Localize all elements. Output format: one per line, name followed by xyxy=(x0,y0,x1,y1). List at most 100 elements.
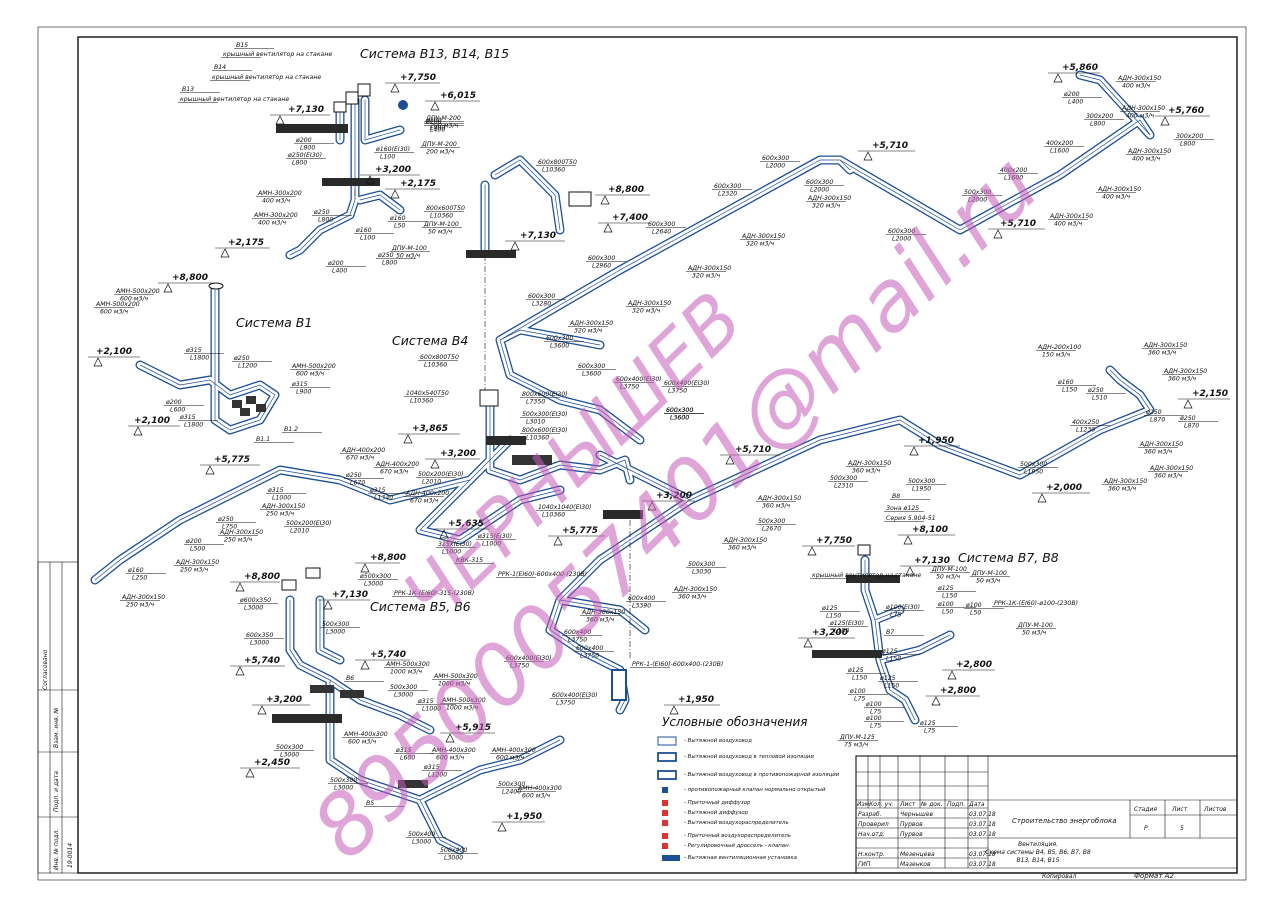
level-mark-triangle-icon xyxy=(903,535,913,545)
level-mark-triangle-icon xyxy=(1183,399,1193,409)
svg-text:Разраб.: Разраб. xyxy=(858,811,882,818)
duct-label: АДН-400х200 xyxy=(341,447,385,454)
duct-label-value: L3750 xyxy=(556,700,575,707)
duct-label: 500х300 xyxy=(964,189,991,196)
duct-label-value: L3000 xyxy=(444,855,463,862)
level-mark: +5,915 xyxy=(455,723,491,733)
level-mark-triangle-icon xyxy=(235,582,245,592)
duct-label: РРК-1К-(EI60)-ø100-(230В) xyxy=(994,600,1078,607)
svg-text:Подп.: Подп. xyxy=(947,801,965,808)
duct-label-value: L10360 xyxy=(542,512,565,519)
duct-label: ø160 xyxy=(1057,379,1074,386)
legend-item: - Вытяжная вентиляционная установка xyxy=(684,855,797,861)
level-mark-triangle-icon xyxy=(931,696,941,706)
duct-label: ø100 xyxy=(965,602,982,609)
level-mark: +5,710 xyxy=(872,141,908,151)
duct-label-value: L3000 xyxy=(326,629,345,636)
level-mark: +5,775 xyxy=(214,455,250,465)
system-title-b1: Система В1 xyxy=(236,315,312,330)
level-mark: +3,200 xyxy=(440,449,476,459)
duct-label-value: 50 м3/ч xyxy=(428,229,453,236)
duct-label-value: 75 м3/ч xyxy=(844,742,869,749)
duct-label: ø125 xyxy=(881,648,898,655)
legend-item: - Регулировочный дроссель - клапан xyxy=(684,843,789,849)
level-mark-triangle-icon xyxy=(133,426,143,436)
duct-label-value: L10360 xyxy=(410,398,433,405)
level-mark-triangle-icon xyxy=(275,115,285,125)
level-mark: +8,800 xyxy=(370,553,406,563)
level-mark-triangle-icon xyxy=(163,283,173,293)
duct-label: ø250 xyxy=(233,355,250,362)
duct-label: ø200 xyxy=(295,137,312,144)
duct-label-value: L2000 xyxy=(810,187,829,194)
svg-text:Изм.: Изм. xyxy=(857,801,871,808)
duct-label-value: 360 м3/ч xyxy=(852,468,880,475)
duct-label: ø160 xyxy=(127,567,144,574)
duct-label: ø160 xyxy=(355,227,372,234)
level-mark: +5,710 xyxy=(735,445,771,455)
duct-label: ø315 xyxy=(423,764,440,771)
duct-label: РРК-1К-(EI60)-315-(230В) xyxy=(394,590,474,597)
duct-label-value: L900 xyxy=(296,389,311,396)
duct-label-value: L800 xyxy=(382,260,397,267)
duct-label: ø250 xyxy=(313,209,330,216)
duct-label-value: 250 м3/ч xyxy=(224,537,252,544)
duct-label-value: L100 xyxy=(360,235,375,242)
duct-label: ø250 xyxy=(345,472,362,479)
duct-label: 600х300 xyxy=(806,179,833,186)
duct-label-value: 360 м3/ч xyxy=(1154,473,1182,480)
duct-label-value: 360 м3/ч xyxy=(678,594,706,601)
duct-label: АМН-300х200 xyxy=(257,190,302,197)
level-mark-triangle-icon xyxy=(245,768,255,778)
legend-item: - Вытяжной воздуховод в тепловой изоляци… xyxy=(684,754,814,760)
svg-text:Взам. инв. №: Взам. инв. № xyxy=(53,707,60,748)
duct-label-value: L3600 xyxy=(582,371,601,378)
floor-slabs xyxy=(272,124,900,723)
duct-label-value: 360 м3/ч xyxy=(728,545,756,552)
duct-label: АМН-500х300 xyxy=(433,673,478,680)
duct-label: 500х300 xyxy=(1020,461,1047,468)
level-mark: +5,635 xyxy=(448,519,484,529)
svg-text:Вентиляция.: Вентиляция. xyxy=(1018,841,1058,848)
duct-label: ДПУ-М-100 xyxy=(1017,622,1053,629)
duct-label: ø125 xyxy=(937,585,954,592)
duct-label: ø125 xyxy=(847,667,864,674)
duct-label-value: L1000 xyxy=(422,706,441,713)
duct-label: АДН-300х150 xyxy=(741,233,785,240)
duct-label-value: 360 м3/ч xyxy=(586,617,614,624)
duct-label-value: L2400 xyxy=(502,789,521,796)
level-mark-triangle-icon xyxy=(323,600,333,610)
duct-label: АДН-300х150 xyxy=(1163,368,1207,375)
duct-label-value: L2000 xyxy=(968,197,987,204)
svg-text:Лист: Лист xyxy=(899,801,916,808)
level-mark: +2,450 xyxy=(254,758,290,768)
level-mark-triangle-icon xyxy=(257,705,267,715)
level-mark-triangle-icon xyxy=(510,241,520,251)
duct-label-value: L3750 xyxy=(580,653,599,660)
duct-label: 600х300 xyxy=(528,293,555,300)
level-mark: +3,200 xyxy=(375,165,411,175)
duct-label-value: 670 м3/ч xyxy=(346,455,374,462)
duct-label: 600х300 xyxy=(588,255,615,262)
duct-label: ø160(EI30) xyxy=(375,146,410,153)
duct-label: ø100 xyxy=(849,688,866,695)
duct-label-value: L2010 xyxy=(290,528,309,535)
duct-label-value: L7350 xyxy=(526,399,545,406)
svg-text:03.07.18: 03.07.18 xyxy=(969,821,996,828)
duct-label: крышный вентилятор на стакане xyxy=(223,51,332,58)
svg-text:Инв. № подл.: Инв. № подл. xyxy=(53,829,60,870)
duct-label-value: L3750 xyxy=(620,384,639,391)
shaft-lines xyxy=(354,190,631,660)
legend-symbol-icon xyxy=(662,833,668,839)
duct-label: ø315 xyxy=(369,487,386,494)
duct-label: АМН-400х300 xyxy=(343,731,388,738)
level-mark: +2,175 xyxy=(400,179,436,189)
duct-label: АДН-300х150 xyxy=(1117,75,1161,82)
duct-label-value: 50 м3/ч xyxy=(396,253,421,260)
duct-label: ø250 xyxy=(1087,387,1104,394)
legend-symbol-icon xyxy=(662,810,668,816)
duct-label: В14 xyxy=(214,64,226,71)
duct-label-value: L400 xyxy=(332,268,347,275)
level-mark-triangle-icon xyxy=(365,175,375,185)
